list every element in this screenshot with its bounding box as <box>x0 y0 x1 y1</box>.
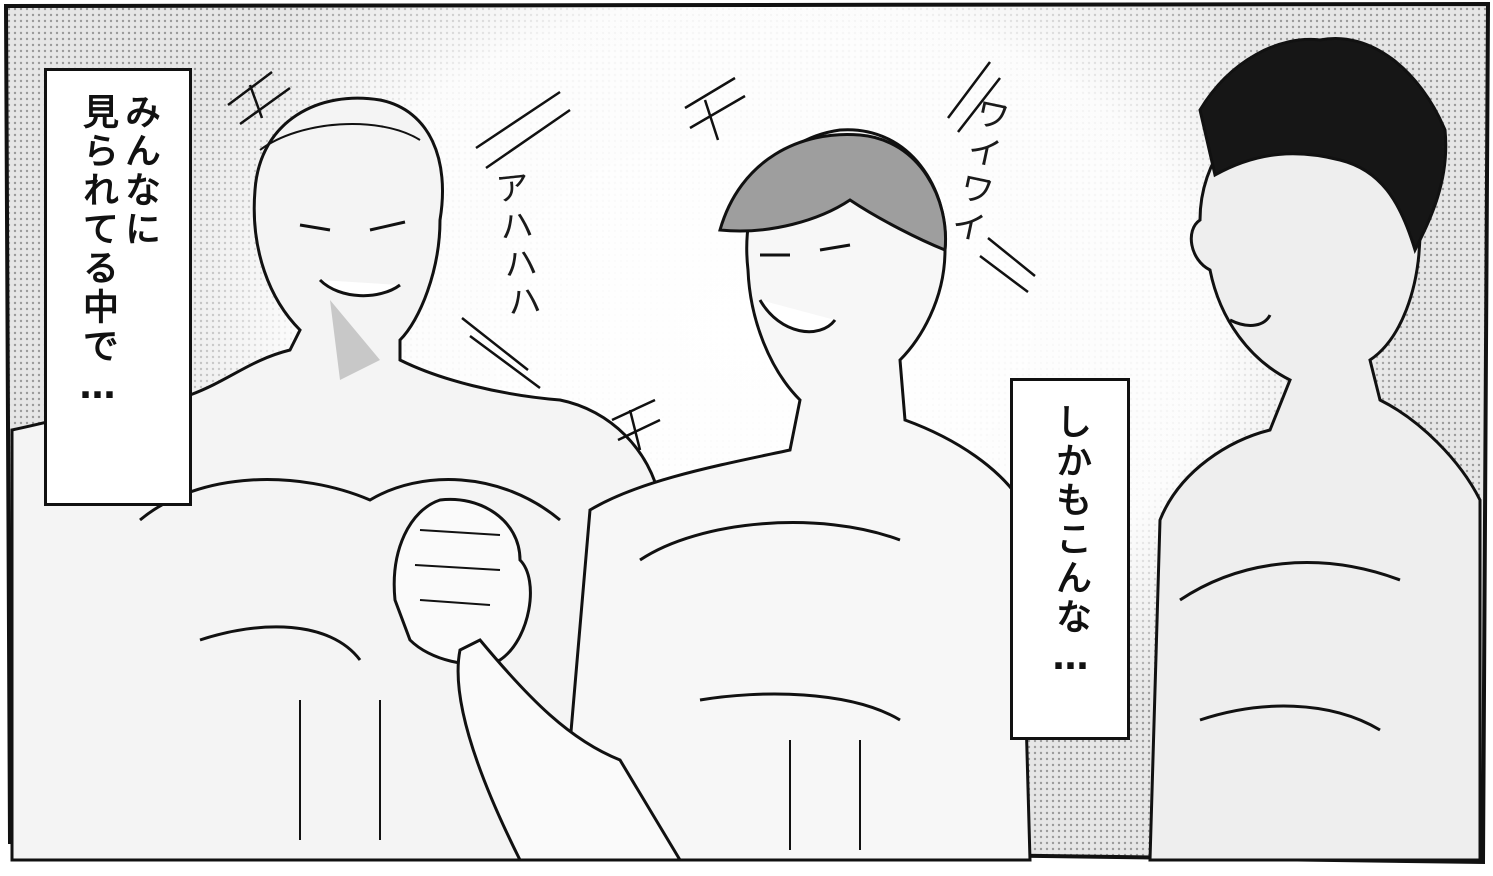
caption-right-text: しかもこんな… <box>1050 403 1091 681</box>
caption-box-left: みんなに 見られてる中で… <box>44 68 192 506</box>
caption-left-line-2: 見られてる中で… <box>77 93 118 410</box>
panel-border <box>3 1 1491 865</box>
motion-lines <box>227 61 1036 451</box>
figure-middle-man <box>558 128 1032 862</box>
figure-fist <box>392 497 683 862</box>
caption-box-right: しかもこんな… <box>1010 378 1130 740</box>
caption-left-line-1: みんなに <box>119 93 160 249</box>
figure-right-man <box>1148 37 1482 862</box>
